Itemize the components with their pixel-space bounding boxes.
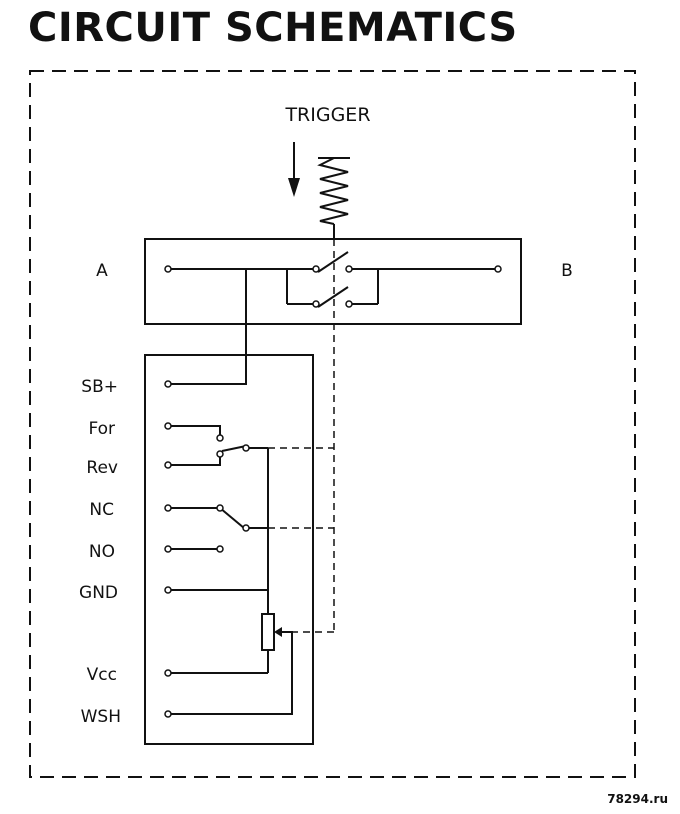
pin-label-nc: NC — [89, 500, 114, 520]
pin-label-sb-plus: SB+ — [81, 377, 118, 397]
enclosure-outline — [29, 70, 636, 778]
pin-label-no: NO — [89, 542, 115, 562]
trigger-spring — [317, 157, 350, 239]
watermark: 78294.ru — [607, 792, 668, 806]
main-switch-box — [144, 238, 522, 325]
pin-label-gnd: GND — [79, 583, 118, 603]
terminal-label-a: A — [96, 261, 108, 281]
main-switch-contacts — [171, 251, 495, 308]
switch-linkages — [268, 447, 334, 529]
control-wiring — [171, 425, 293, 715]
pin-label-rev: Rev — [86, 458, 118, 478]
main-switch-terminals — [164, 265, 502, 308]
pin-label-for: For — [88, 419, 115, 439]
terminal-label-b: B — [561, 261, 573, 281]
potentiometer — [261, 613, 275, 651]
trigger-arrow-icon — [288, 142, 300, 197]
control-box — [144, 354, 314, 745]
pin-label-vcc: Vcc — [87, 665, 117, 685]
pin-labels: SB+ For Rev NC NO GND Vcc WSH — [79, 377, 121, 727]
trigger-label: TRIGGER — [284, 104, 370, 126]
potentiometer-wiper-arrow-icon — [274, 627, 282, 637]
pin-label-wsh: WSH — [81, 707, 121, 727]
sb-plus-wire — [171, 269, 247, 385]
control-terminals — [164, 380, 250, 718]
page-title: CIRCUIT SCHEMATICS — [28, 5, 518, 51]
